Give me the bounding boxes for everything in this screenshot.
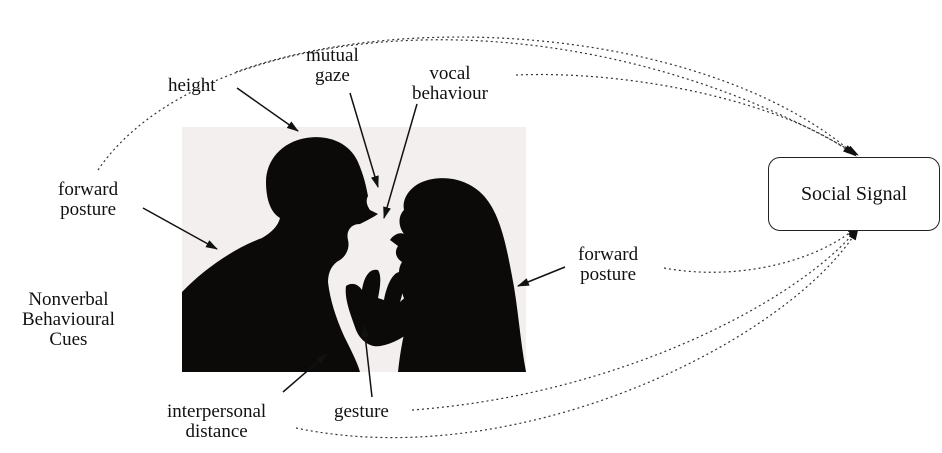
label-forward-posture-left: forward posture [58,179,119,220]
woman-silhouette [390,178,526,372]
label-interpersonal-distance: interpersonal distance [167,401,267,442]
arrow-interpersonal-distance [282,353,328,393]
social-signal-label: Social Signal [800,182,908,205]
arrow-vocal-behaviour [383,103,418,219]
label-forward-posture-right: forward posture [578,244,639,285]
arrow-forward-posture-left [142,207,218,250]
link-vocal-behaviour [515,73,855,156]
label-cues-group: Nonverbal Behavioural Cues [22,289,115,350]
arrow-forward-posture-right [517,266,566,287]
link-interpersonal-distance [295,228,859,439]
social-signal-box: Social Signal [768,157,940,231]
link-forward-posture-right [663,225,859,273]
arrow-gesture [361,325,373,398]
link-forward-posture-left [97,39,859,171]
label-gesture: gesture [334,401,389,422]
label-vocal-behaviour: vocal behaviour [412,63,488,104]
arrow-mutual-gaze [349,92,379,188]
label-mutual-gaze: mutual gaze [306,45,359,86]
arrow-height [236,87,299,132]
label-height: height [168,75,216,96]
man-silhouette [182,137,378,372]
